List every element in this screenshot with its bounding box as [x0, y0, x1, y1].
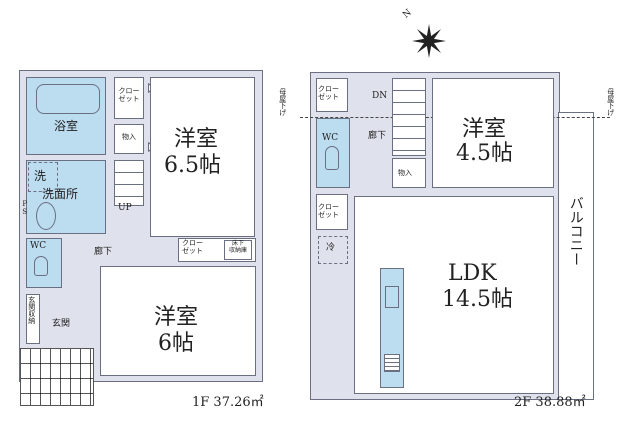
staircase-2f [392, 78, 426, 156]
fridge-mark: 冷 [326, 243, 336, 253]
eaves-note-left: 母屋下げ [278, 88, 287, 116]
floor-1f-area-caption: 1F 37.26㎡ [192, 395, 264, 410]
toilet-1f-label: WC [30, 241, 47, 251]
western-room-4-5-name: 洋室 [462, 117, 507, 142]
hallway-1f-label: 廊下 [94, 247, 113, 257]
stairs-up-label: UP [118, 203, 132, 213]
western-room-6 [100, 266, 256, 376]
compass-icon [412, 24, 446, 58]
entrance-label: 玄関 [52, 319, 71, 329]
toilet-2f [316, 118, 350, 188]
stairs-down-label: DN [372, 91, 388, 101]
closet-1f-top-label: クロー ゼット [118, 87, 140, 103]
sink-icon [385, 286, 399, 308]
storage-1f [114, 124, 144, 154]
underfloor-storage-label: 床下 収納庫 [228, 240, 247, 254]
closet-2f-bottom-label: クロー ゼット [318, 203, 339, 219]
entrance-storage-label: 玄関収納 [27, 296, 36, 324]
western-room-6-5-size: 6.5帖 [164, 153, 221, 178]
floor-2f-area-caption: 2F 38.88㎡ [514, 395, 586, 410]
eaves-note-right: 母屋下げ [606, 88, 615, 116]
closet-1f-bottom-label: クロー ゼット [182, 239, 203, 255]
western-room-4-5-size: 4.5帖 [456, 141, 513, 166]
fridge-space [318, 236, 348, 264]
toilet-icon [325, 146, 339, 170]
toilet-2f-label: WC [322, 133, 339, 143]
closet-2f-bottom [316, 194, 348, 230]
washer-mark: 洗 [34, 169, 47, 183]
hallway-2f-label: 廊下 [368, 131, 387, 141]
closet-1f-top [114, 77, 144, 119]
western-room-6-5-name: 洋室 [174, 127, 219, 152]
washroom-label: 洗面所 [42, 187, 79, 201]
bathtub-icon [36, 84, 100, 114]
western-room-6-size: 6帖 [158, 331, 194, 356]
floor-plan-2f: N バルコニー 母屋下げ 母屋下げ クロー ゼット DN WC 廊下 物入 クロ… [279, 0, 620, 423]
storage-2f [392, 158, 426, 188]
entrance-storage [26, 294, 40, 344]
western-room-6-name: 洋室 [154, 305, 199, 330]
entrance-porch [20, 348, 94, 406]
stove-icon [384, 354, 400, 372]
western-room-4-5 [432, 78, 554, 188]
closet-1f-bottom [178, 238, 256, 262]
washer-space [28, 162, 58, 192]
ldk-size: 14.5帖 [442, 287, 513, 312]
floor-plan-1f: 浴室 クロー ゼット 物入 洗 洗面所 PS UP WC 廊下 玄関収納 玄関 … [14, 66, 264, 416]
staircase-1f [114, 160, 144, 206]
ldk-name: LDK [448, 261, 497, 286]
underfloor-storage [224, 240, 252, 260]
compass-north-label: N [401, 7, 414, 21]
balcony-label: バルコニー [567, 196, 584, 266]
storage-2f-label: 物入 [398, 169, 412, 177]
sink-icon [36, 202, 56, 230]
closet-2f-top [316, 78, 348, 112]
bathroom-label: 浴室 [54, 119, 79, 133]
toilet-icon [34, 256, 48, 276]
pipe-space-label: PS [20, 200, 29, 216]
storage-1f-label: 物入 [122, 133, 136, 141]
western-room-6-5 [150, 77, 255, 237]
closet-2f-top-label: クロー ゼット [318, 85, 339, 101]
toilet-1f [26, 238, 62, 288]
balcony [558, 112, 594, 400]
